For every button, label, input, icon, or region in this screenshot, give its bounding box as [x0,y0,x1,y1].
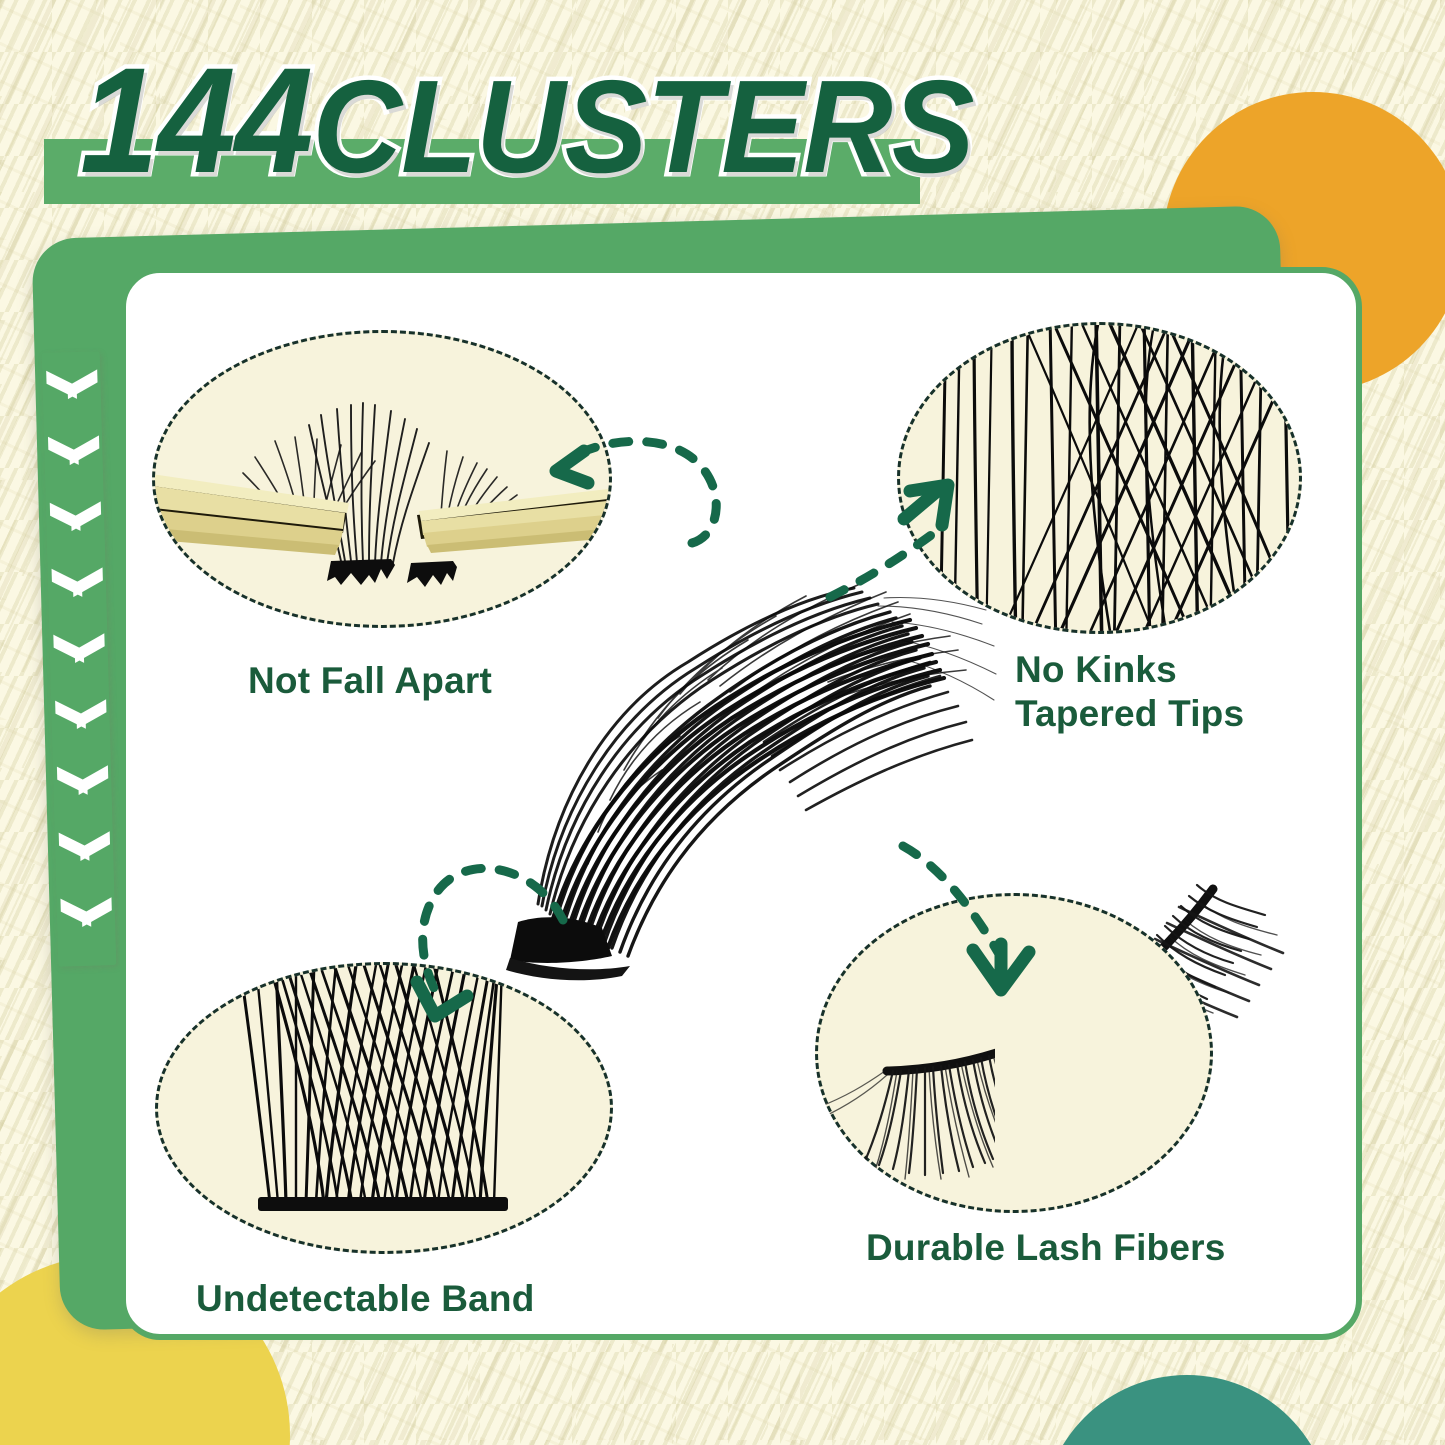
arrow-to-no-kinks-tapered-tips [825,478,955,602]
durable-lash-strip-illustration [818,883,1285,1180]
feature-label-not-fall-apart: Not Fall Apart [248,660,492,701]
gold-tweezer-right [417,488,609,553]
feature-oval-undetectable-band [155,962,613,1254]
lash-cluster-hero [506,583,997,981]
chevron-up-icon [56,765,109,796]
tweezer-lash-illustration [155,402,609,587]
arrow-to-undetectable-band [410,864,568,1023]
headline: 144CLUSTERS [44,36,979,208]
headline-number: 144 [76,36,318,205]
chevron-up-icon [54,699,107,730]
chevron-up-icon [52,633,105,664]
chevron-up-icon [58,831,111,862]
oval-clip-tl [155,333,609,625]
chevron-up-icon [51,567,104,598]
feature-label-no-kinks-tapered-tips: No Kinks Tapered Tips [1015,649,1245,734]
headline-word: CLUSTERS [308,49,979,205]
feature-label-undetectable-band: Undetectable Band [196,1278,535,1319]
arrow-to-durable-lash-fibers [898,841,1036,997]
chevron-up-icon [47,435,100,466]
chevron-up-icon [59,897,112,928]
feature-label-durable-lash-fibers: Durable Lash Fibers [866,1227,1226,1268]
gold-tweezer-left [155,474,349,555]
arrow-to-not-fall-apart [549,436,721,548]
feature-oval-not-fall-apart [152,330,612,628]
chevron-up-icon [49,501,102,532]
headline-green-bar [44,139,920,204]
chevron-up-icon [45,369,98,400]
headline-text: 144CLUSTERS [76,36,979,207]
